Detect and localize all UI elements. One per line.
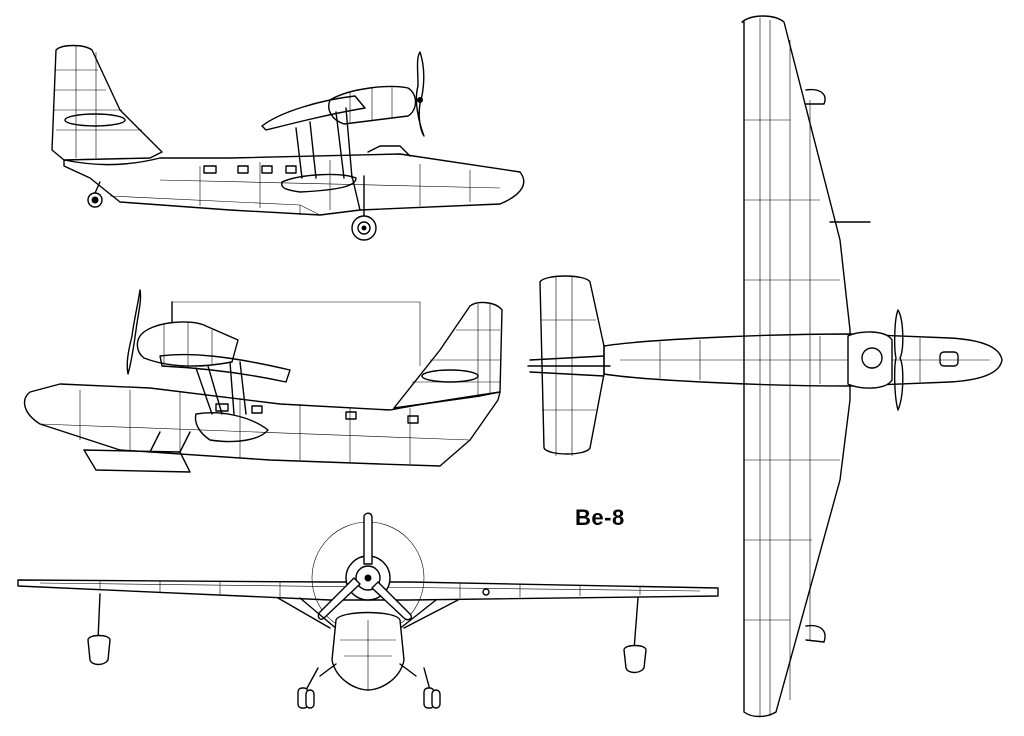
- front-view: [17, 512, 719, 709]
- side-view-left: [23, 289, 503, 473]
- aircraft-title: Be-8: [575, 505, 625, 530]
- side-view-right: [51, 44, 525, 241]
- top-view: [527, 15, 1003, 718]
